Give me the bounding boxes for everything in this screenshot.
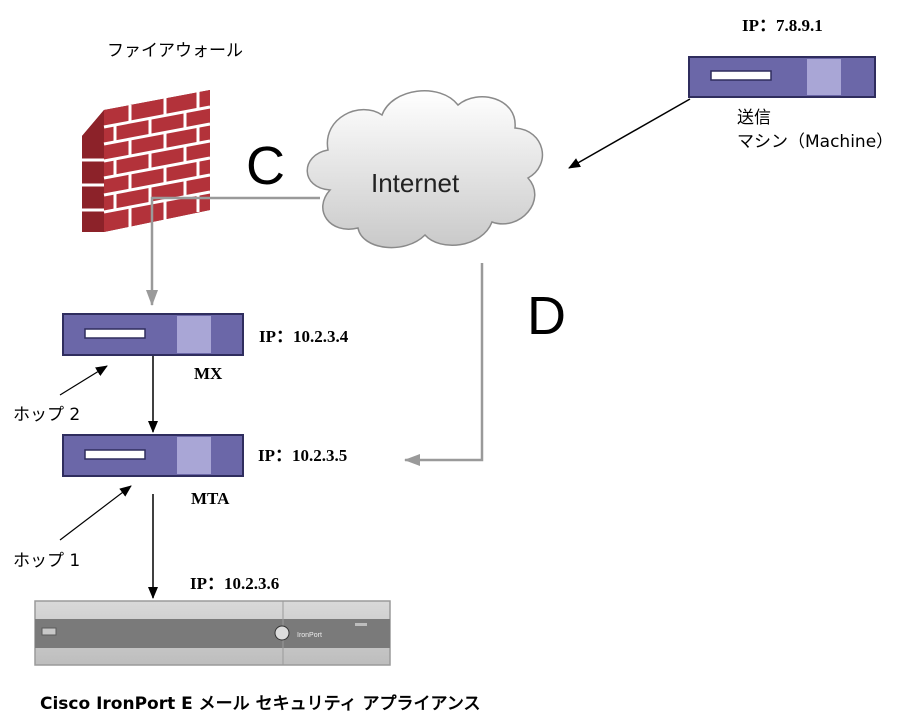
ironport-appliance-icon: IronPort — [34, 600, 391, 666]
hop2-label: ホップ 2 — [13, 405, 81, 425]
sender-label-line2: マシン（Machine） — [737, 132, 894, 152]
sender-ip: IP：7.8.9.1 — [742, 16, 823, 35]
path-d-label: D — [527, 286, 566, 346]
path-c-label: C — [246, 136, 285, 196]
mx-ip: IP：10.2.3.4 — [259, 327, 349, 346]
internet-cloud-icon — [306, 90, 544, 249]
mx-label: MX — [194, 364, 223, 383]
appliance-caption: Cisco IronPort E メール セキュリティ アプライアンス — [40, 694, 481, 714]
mta-ip: IP：10.2.3.5 — [258, 446, 348, 465]
ironport-brand: IronPort — [297, 632, 322, 639]
sender-machine-icon — [688, 56, 876, 98]
mta-server-icon — [62, 434, 244, 477]
appliance-ip: IP：10.2.3.6 — [190, 574, 280, 593]
sender-to-internet-arrow — [568, 98, 691, 169]
firewall-icon — [82, 90, 211, 232]
firewall-label: ファイアウォール — [107, 41, 243, 61]
internet-label: Internet — [371, 168, 460, 198]
mx-server-icon — [62, 313, 244, 356]
path-d-arrow — [404, 263, 484, 466]
mta-label: MTA — [191, 489, 230, 508]
hop1-pointer — [59, 485, 132, 541]
hop2-pointer — [59, 365, 108, 396]
hop1-label: ホップ 1 — [13, 551, 81, 571]
path-c-arrow — [146, 196, 320, 306]
sender-label-line1: 送信 — [737, 108, 771, 128]
